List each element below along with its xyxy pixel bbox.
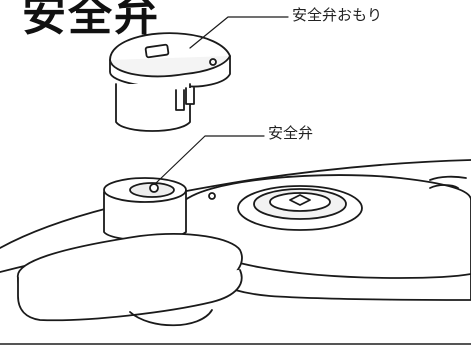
weight-cap-slot — [144, 43, 170, 59]
leader-weight — [189, 16, 289, 49]
bottom-divider — [0, 343, 471, 345]
label-valve-weight: 安全弁おもり — [292, 6, 383, 24]
weight-cap-top — [109, 55, 231, 78]
lid-plate-hole — [429, 184, 459, 189]
valve-side-hole — [208, 192, 216, 200]
weight-cap-hole — [209, 58, 217, 66]
lid-plate-curve-right — [429, 175, 467, 181]
handle-base — [129, 309, 213, 327]
label-valve: 安全弁 — [268, 124, 314, 142]
weight-cylinder — [115, 83, 191, 132]
valve-pin — [149, 183, 159, 193]
leader-valve — [155, 135, 265, 184]
handle-side — [17, 269, 243, 322]
weight-pin-2 — [185, 87, 195, 105]
page-title: 安全弁 — [22, 0, 160, 41]
center-knob-mark — [289, 194, 311, 206]
weight-pin — [175, 89, 185, 111]
center-knob-inner — [269, 192, 331, 212]
